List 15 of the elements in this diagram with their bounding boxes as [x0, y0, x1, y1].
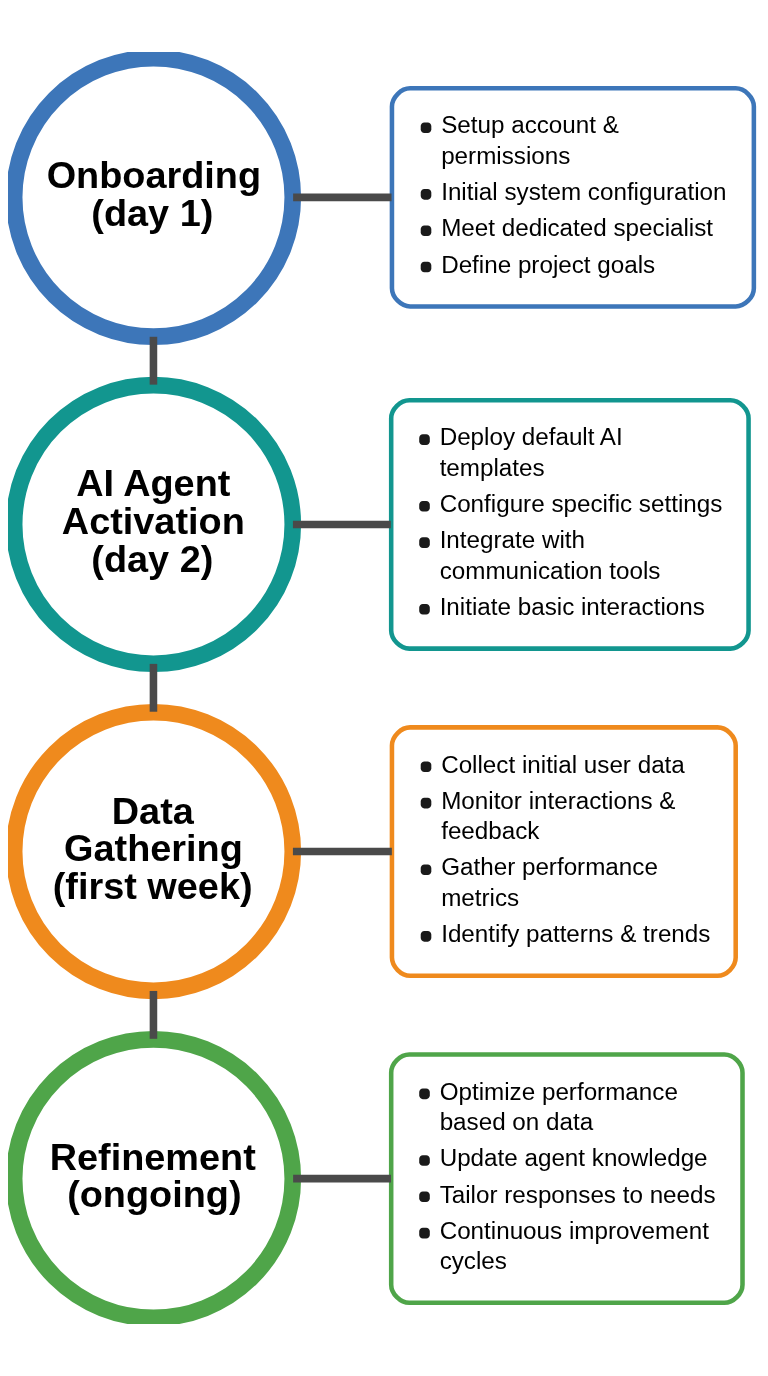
connector [149, 336, 158, 385]
node-circle: Onboarding (day 1) [8, 52, 302, 345]
connector [149, 990, 158, 1039]
node-box: Deploy default AI templates Configure specific settings Integrate with communication tools Initiate basic interactions [388, 398, 751, 651]
node-circle: Data Gathering (first week) [8, 703, 302, 1000]
node-box: Setup account & permissions Initial system configuration Meet dedicated specialist Define project goals [389, 86, 757, 309]
connector [149, 663, 158, 712]
node-circle: AI Agent Activation (day 2) [8, 376, 302, 673]
connector [292, 847, 392, 856]
node-box: Collect initial user data Monitor interactions & feedback Gather performance metrics Identify patterns & trends [389, 725, 738, 978]
node-circle: Refinement (ongoing) [8, 1031, 302, 1324]
connector [293, 193, 392, 202]
connector [292, 520, 391, 529]
node-box: Optimize performance based on data Update agent knowledge Tailor responses to needs Continuous improvement cycles [388, 1052, 745, 1306]
connector [293, 1174, 391, 1183]
